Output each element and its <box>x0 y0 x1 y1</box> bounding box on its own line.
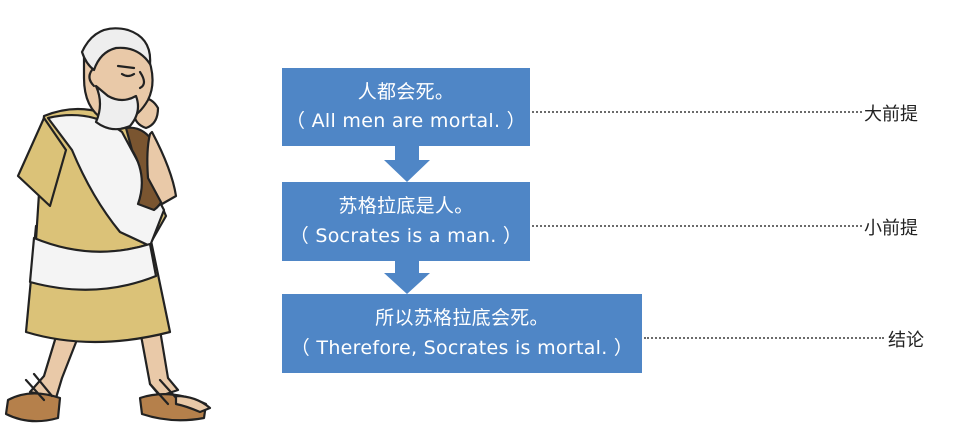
major-premise-label: 大前提 <box>864 100 918 126</box>
minor-premise-box: 苏格拉底是人。 （ Socrates is a man. ） <box>282 182 530 261</box>
conclusion-box: 所以苏格拉底会死。 （ Therefore, Socrates is morta… <box>282 294 642 373</box>
down-arrow-icon <box>384 146 430 182</box>
minor-premise-leader <box>532 225 862 227</box>
major-premise-text-zh: 人都会死。 <box>358 78 455 107</box>
socrates-illustration <box>0 0 230 446</box>
conclusion-text-zh: 所以苏格拉底会死。 <box>375 304 549 333</box>
conclusion-text-en: （ Therefore, Socrates is mortal. ） <box>291 334 633 363</box>
down-arrow-icon <box>384 261 430 294</box>
major-premise-text-en: （ All men are mortal. ） <box>286 107 526 136</box>
minor-premise-text-en: （ Socrates is a man. ） <box>290 222 522 251</box>
conclusion-leader <box>644 337 884 339</box>
major-premise-box: 人都会死。 （ All men are mortal. ） <box>282 68 530 146</box>
major-premise-leader <box>532 111 862 113</box>
conclusion-label: 结论 <box>888 326 924 352</box>
minor-premise-text-zh: 苏格拉底是人。 <box>338 192 473 221</box>
minor-premise-label: 小前提 <box>864 214 918 240</box>
